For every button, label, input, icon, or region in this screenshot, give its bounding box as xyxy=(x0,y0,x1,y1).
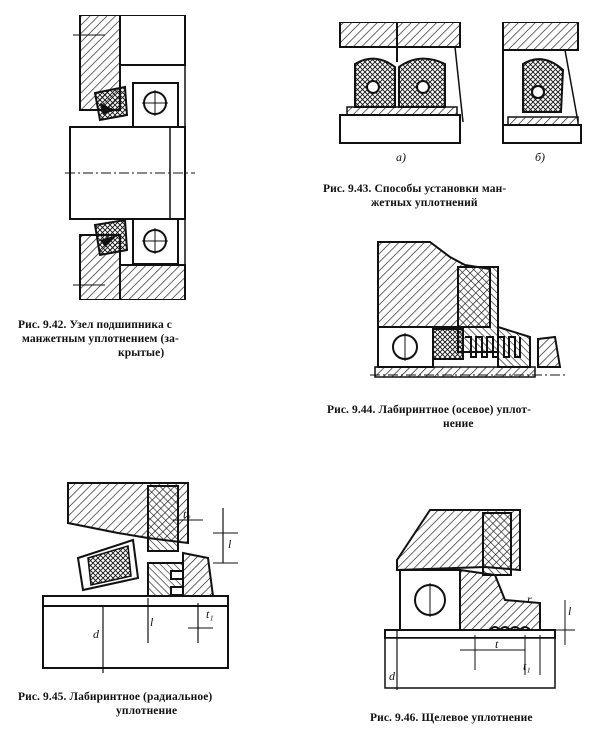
figure-9-45-drawing: d l l t₂ t₁ xyxy=(38,478,253,673)
caption-line: Рис. 9.43. Способы установки ман- xyxy=(323,183,507,195)
label-l: l xyxy=(228,537,232,551)
figure-9-43-caption: Рис. 9.43. Способы установки ман- жетных… xyxy=(323,182,593,210)
caption-line: манжетным уплотнением (за- xyxy=(22,333,179,345)
caption-line: Рис. 9.46. Щелевое уплотнение xyxy=(370,712,533,724)
label-d: d xyxy=(93,627,100,641)
label-t1: t₁ xyxy=(206,607,214,621)
figure-9-42-caption: Рис. 9.42. Узел подшипника с манжетным у… xyxy=(18,318,273,360)
figure-9-44-drawing xyxy=(370,237,565,379)
label-l-lower: l xyxy=(150,615,154,629)
figure-9-42-drawing xyxy=(65,15,200,300)
caption-line: Рис. 9.42. Узел подшипника с xyxy=(18,319,172,331)
figure-9-43a-label: а) xyxy=(396,150,406,164)
label-r: r xyxy=(527,592,532,606)
figure-9-43b-label: б) xyxy=(535,150,546,164)
figure-9-44-caption: Рис. 9.44. Лабиринтное (осевое) уплот- н… xyxy=(327,403,597,431)
caption-line: нение xyxy=(443,418,474,430)
figure-9-43a-drawing xyxy=(335,22,465,144)
figure-9-46-caption: Рис. 9.46. Щелевое уплотнение xyxy=(370,711,610,725)
caption-line: Рис. 9.44. Лабиринтное (осевое) уплот- xyxy=(327,404,532,416)
label-t2: t₂ xyxy=(183,507,191,521)
figure-9-43b-drawing xyxy=(493,22,583,144)
label-l: l xyxy=(568,604,572,618)
label-t1: t₁ xyxy=(523,659,531,673)
caption-line: жетных уплотнений xyxy=(371,197,478,209)
figure-9-46-drawing: d t t₁ l r xyxy=(375,505,580,690)
label-t: t xyxy=(495,637,499,651)
label-d: d xyxy=(389,669,396,683)
caption-line: Рис. 9.45. Лабиринтное (радиальное) xyxy=(18,691,213,703)
caption-line: уплотнение xyxy=(116,705,178,717)
caption-line: крытые) xyxy=(118,347,165,359)
figure-9-45-caption: Рис. 9.45. Лабиринтное (радиальное) упло… xyxy=(18,690,288,718)
